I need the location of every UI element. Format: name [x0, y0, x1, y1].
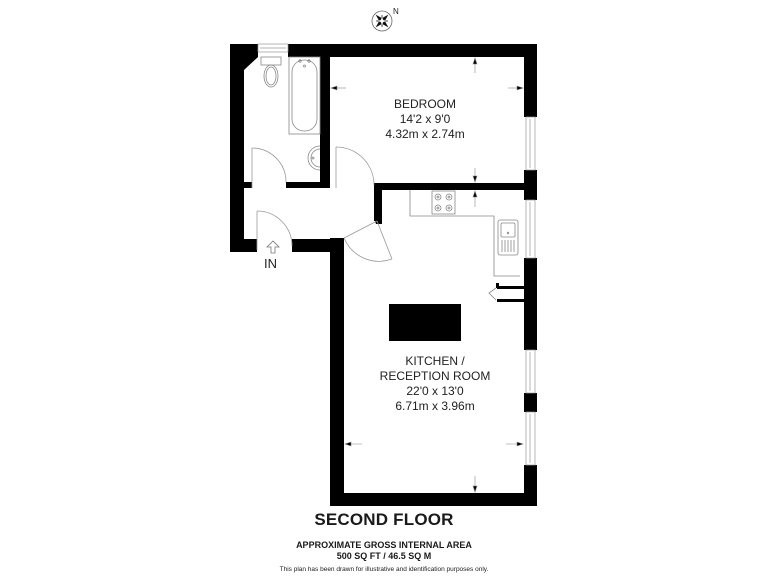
doors: [251, 146, 393, 262]
floor-title: SECOND FLOOR: [314, 510, 454, 529]
sink-icon: [497, 219, 519, 256]
fixtures: [260, 56, 520, 301]
area-value: 500 SQ FT / 46.5 SQ M: [336, 551, 432, 561]
bath-icon: [288, 56, 321, 135]
bedroom-imperial-dimensions: 14'2 x 9'0: [399, 112, 451, 126]
dimension-arrows: [330, 57, 524, 493]
kitchen-name-line1: KITCHEN /: [405, 354, 465, 368]
entry-label: IN: [264, 256, 277, 271]
bedroom-label: BEDROOM 14'2 x 9'0 4.32m x 2.74m: [360, 97, 490, 142]
disclaimer: This plan has been drawn for illustrativ…: [279, 566, 489, 573]
toilet-icon: [260, 56, 282, 88]
hob-icon: [431, 190, 456, 215]
area-title: APPROXIMATE GROSS INTERNAL AREA: [296, 540, 472, 550]
walls: [230, 44, 537, 506]
entry-arrow-icon: [266, 240, 280, 254]
bedroom-name: BEDROOM: [393, 97, 456, 111]
kitchen-metric-dimensions: 6.71m x 3.96m: [395, 399, 475, 413]
kitchen-name-line2: RECEPTION ROOM: [379, 369, 491, 383]
windows: [257, 43, 536, 466]
kitchen-imperial-dimensions: 22'0 x 13'0: [406, 384, 464, 398]
kitchen-label: KITCHEN / RECEPTION ROOM 22'0 x 13'0 6.7…: [360, 354, 510, 414]
bedroom-metric-dimensions: 4.32m x 2.74m: [385, 127, 465, 141]
basin-icon: [307, 145, 321, 171]
north-compass-icon: [371, 10, 393, 32]
north-label: N: [393, 7, 399, 16]
